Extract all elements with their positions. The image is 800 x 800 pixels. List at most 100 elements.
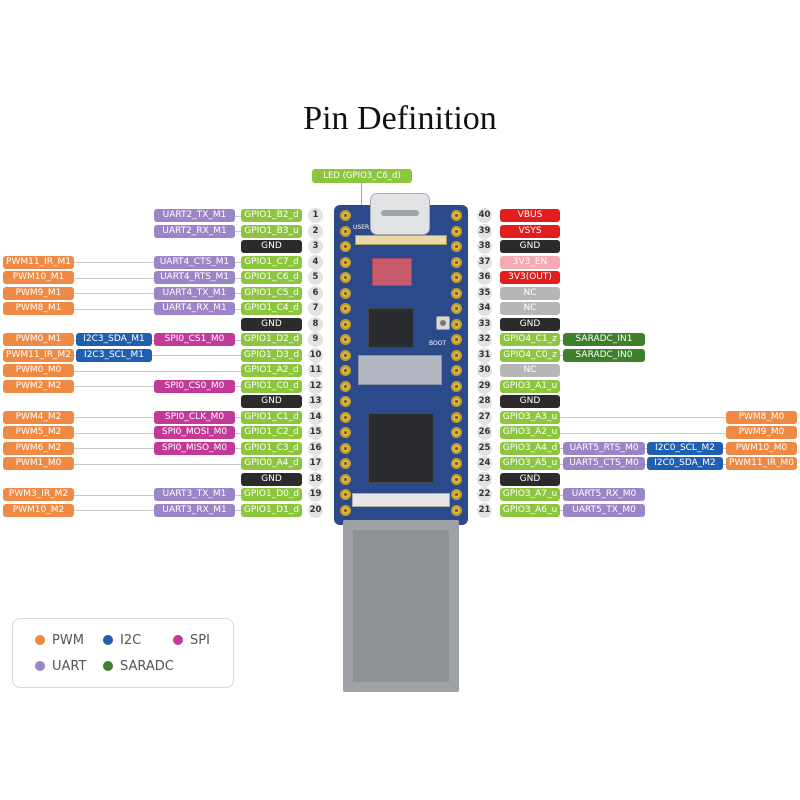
pin-label-gnd: GND	[500, 472, 560, 486]
legend-dot-icon	[35, 660, 45, 671]
pin-label-pwm: PWM11_IR_M0	[726, 457, 797, 470]
pin-label-uart: UART5_CTS_M0	[563, 457, 645, 470]
pin-number: 16	[308, 440, 323, 456]
pin-label-gpio: GPIO1_B3_u	[241, 224, 302, 238]
pin-number: 17	[308, 456, 323, 471]
pin-number: 13	[308, 394, 323, 409]
pin-hole	[451, 411, 462, 423]
pin-number: 24	[477, 456, 492, 471]
pin-label-uart: UART4_TX_M1	[154, 286, 235, 300]
pin-number: 33	[477, 316, 492, 332]
pin-number: 37	[477, 254, 492, 270]
pin-label-gnd: GND	[241, 240, 302, 253]
pin-label-gpio: GPIO1_D3_d	[241, 348, 302, 362]
pin-hole	[451, 318, 462, 330]
pin-hole	[451, 380, 462, 392]
pin-label-gnd: GND	[500, 240, 560, 253]
led-leader-line	[361, 183, 362, 217]
pin-label-pwm: PWM11_IR_M2	[3, 348, 74, 362]
pin-hole	[451, 442, 462, 454]
ffc-connector	[352, 493, 450, 507]
pin-label-pwm: PWM10_M2	[3, 503, 74, 517]
pin-number: 38	[477, 239, 492, 254]
pin-hole	[340, 334, 351, 345]
pin-label-red: VBUS	[500, 209, 560, 222]
legend-label: PWM	[52, 633, 84, 648]
legend-label: SARADC	[120, 659, 174, 674]
pin-hole	[340, 365, 351, 376]
pin-label-uart: UART5_RTS_M0	[563, 441, 645, 455]
board-connector	[355, 235, 447, 245]
pin-label-gpio: GPIO1_D1_d	[241, 503, 302, 517]
pin-leader-line	[3, 494, 241, 496]
pin-hole	[451, 210, 462, 221]
pin-label-gpio: GPIO0_A4_d	[241, 457, 302, 470]
legend-dot-icon	[103, 660, 113, 671]
pin-label-gnd: GND	[500, 395, 560, 408]
pin-number: 22	[477, 487, 492, 502]
pin-label-uart: UART4_RX_M1	[154, 302, 235, 315]
pin-leader-line	[3, 370, 241, 372]
legend-dot-icon	[35, 634, 45, 645]
pin-hole	[451, 303, 462, 314]
legend-item-sar: SARADC	[103, 659, 174, 674]
pin-hole	[451, 473, 462, 485]
pin-label-gpio: GPIO1_C3_d	[241, 441, 302, 455]
pin-leader-line	[3, 293, 241, 294]
rj45-connector	[343, 520, 459, 692]
pin-number: 19	[308, 487, 323, 502]
pin-hole	[451, 334, 462, 345]
pin-label-pwm: PWM0_M1	[3, 333, 74, 346]
pin-number: 5	[308, 270, 323, 285]
pin-label-gpio: GPIO1_A2_d	[241, 364, 302, 377]
pin-label-spi: SPI0_CS0_M0	[154, 379, 235, 393]
pin-label-gnd: GND	[241, 317, 302, 331]
pin-label-gpio: GPIO4_C0_z	[500, 348, 560, 362]
pin-label-spi: SPI0_CLK_M0	[154, 410, 235, 424]
pin-number: 21	[477, 502, 492, 518]
pin-hole	[451, 458, 462, 469]
pin-hole	[340, 411, 351, 423]
pin-hole	[451, 272, 462, 283]
pin-label-pwm: PWM4_M2	[3, 410, 74, 424]
pin-label-gpio: GPIO1_C2_d	[241, 426, 302, 439]
pin-label-uart: UART4_CTS_M1	[154, 255, 235, 269]
pin-label-pwm: PWM8_M0	[726, 410, 797, 424]
pin-label-pwm: PWM0_M0	[3, 364, 74, 377]
led-label: LED (GPIO3_C6_d)	[312, 169, 412, 183]
pin-label-uart: UART2_TX_M1	[154, 209, 235, 222]
pin-leader-line	[3, 386, 241, 387]
pin-label-gpio: GPIO3_A3_u	[500, 410, 560, 424]
legend-label: I2C	[120, 633, 142, 648]
pin-label-gpio: GPIO3_A1_u	[500, 379, 560, 393]
pin-hole	[340, 442, 351, 454]
pin-label-i2c: I2C3_SCL_M1	[76, 348, 152, 362]
pin-number: 18	[308, 471, 323, 487]
pin-label-nc: NC	[500, 286, 560, 300]
boot-button[interactable]	[436, 316, 450, 330]
pin-label-gpio: GPIO1_D2_d	[241, 333, 302, 346]
pin-label-pwm: PWM5_M2	[3, 426, 74, 439]
pin-label-pwm: PWM2_M2	[3, 379, 74, 393]
pin-hole	[340, 489, 351, 500]
pin-label-gpio: GPIO1_C0_d	[241, 379, 302, 393]
pin-number: 10	[308, 347, 323, 363]
pin-hole	[340, 241, 351, 252]
pin-hole	[340, 272, 351, 283]
pin-number: 2	[308, 223, 323, 239]
pin-number: 1	[308, 208, 323, 223]
pin-label-pwm: PWM10_M1	[3, 271, 74, 284]
board-user-text: USER	[353, 224, 370, 231]
pin-label-gpio: GPIO1_C1_d	[241, 410, 302, 424]
pin-number: 39	[477, 223, 492, 239]
pin-hole	[451, 241, 462, 252]
pin-label-pwm: PWM6_M2	[3, 441, 74, 455]
page-title: Pin Definition	[303, 100, 497, 137]
pin-number: 20	[308, 502, 323, 518]
pin-number: 28	[477, 394, 492, 409]
pin-hole	[451, 349, 462, 361]
pin-label-uart: UART3_RX_M1	[154, 503, 235, 517]
sd-card-slot	[358, 355, 442, 385]
pin-leader-line	[3, 308, 241, 310]
